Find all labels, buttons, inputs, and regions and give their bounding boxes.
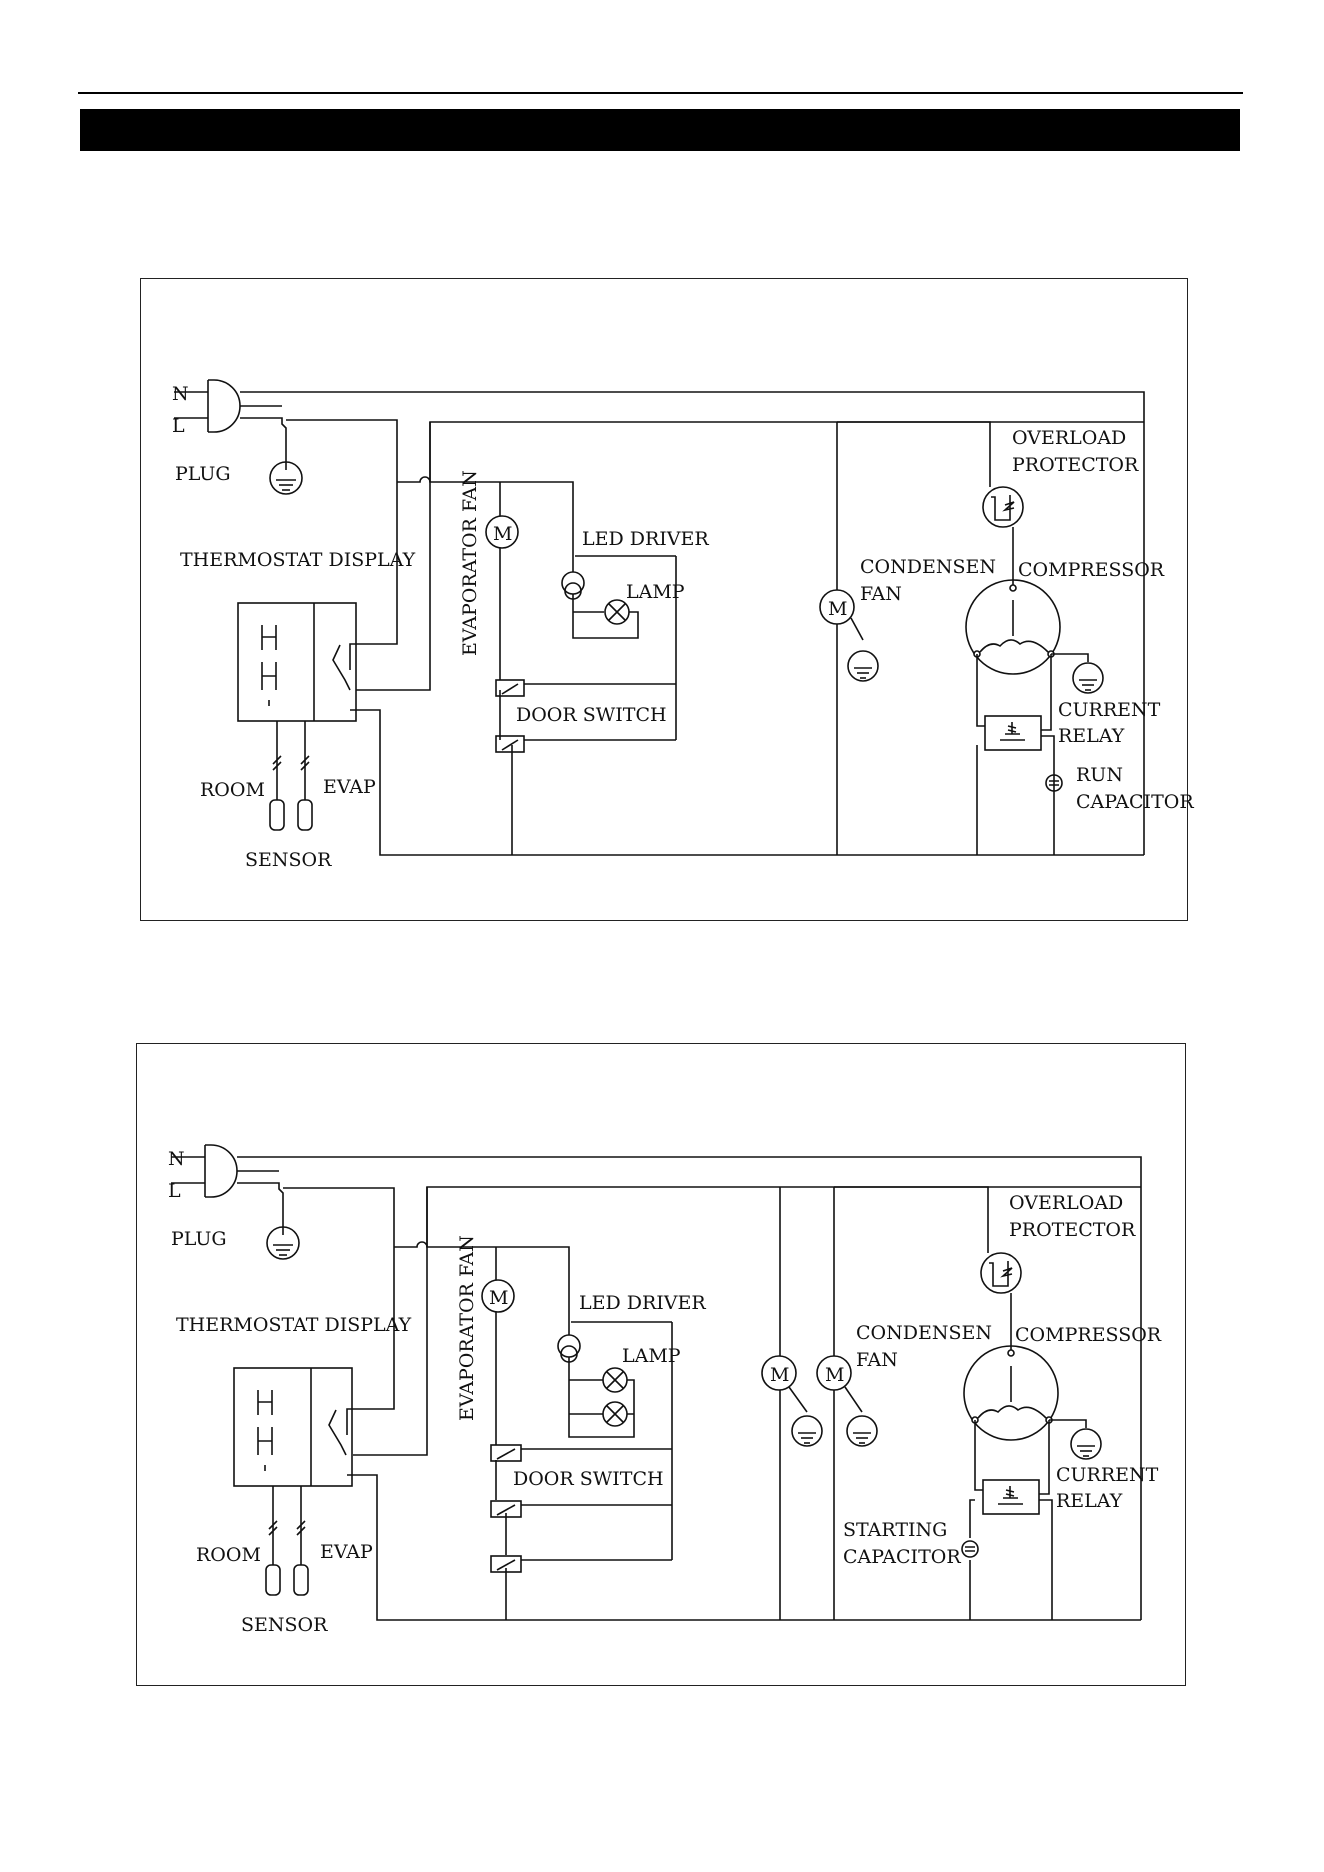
overload-label: OVERLOAD bbox=[1012, 427, 1126, 449]
overload-protector-icon bbox=[982, 486, 1024, 528]
door-switch-lower bbox=[490, 1555, 522, 1573]
overload-label: OVERLOAD bbox=[1009, 1192, 1123, 1214]
ground-icon bbox=[1051, 653, 1104, 694]
wiring-diagram-1: N L PLUG THERMOSTAT D bbox=[172, 379, 1194, 871]
diagram-frame-2 bbox=[136, 1043, 1186, 1686]
led-driver-label: LED DRIVER bbox=[582, 528, 709, 550]
compressor-icon bbox=[965, 579, 1061, 675]
plug-n-label: N bbox=[172, 383, 189, 405]
title-bar bbox=[80, 109, 1240, 151]
sensor-label: SENSOR bbox=[241, 1614, 328, 1636]
capacitor-label: CAPACITOR bbox=[843, 1546, 961, 1568]
evaporator-fan-label: EVAPORATOR FAN bbox=[456, 1235, 478, 1421]
compressor-label: COMPRESSOR bbox=[1018, 559, 1165, 581]
door-switch-label: DOOR SWITCH bbox=[516, 704, 667, 726]
evap-sensor bbox=[297, 799, 313, 831]
evap-label: EVAP bbox=[323, 776, 376, 798]
protector-label: PROTECTOR bbox=[1009, 1219, 1136, 1241]
run-capacitor-icon bbox=[1045, 774, 1063, 792]
room-label: ROOM bbox=[196, 1544, 261, 1566]
run-label: RUN bbox=[1076, 764, 1123, 786]
condenser-motor-m-label: M bbox=[828, 598, 847, 620]
condenser-motor-m-label: M bbox=[825, 1364, 844, 1386]
top-rule bbox=[78, 92, 1243, 94]
fan-label: FAN bbox=[860, 583, 902, 605]
plug-label: PLUG bbox=[171, 1228, 227, 1250]
room-sensor bbox=[269, 799, 285, 831]
thermostat-display-label: THERMOSTAT DISPLAY bbox=[180, 549, 416, 571]
thermostat-display-1 bbox=[237, 602, 357, 722]
door-switch-middle bbox=[490, 1500, 522, 1518]
plug-label: PLUG bbox=[175, 463, 231, 485]
condenser-fan-motor-icon bbox=[761, 1355, 797, 1391]
condenser-fan-motor-icon bbox=[816, 1355, 852, 1391]
digit-display-icon bbox=[257, 1390, 273, 1471]
current-label: CURRENT bbox=[1056, 1464, 1159, 1486]
lamp-label: LAMP bbox=[626, 581, 685, 603]
evap-sensor bbox=[293, 1564, 309, 1596]
ground-icon bbox=[791, 1415, 823, 1447]
thermostat-display-label: THERMOSTAT DISPLAY bbox=[176, 1314, 412, 1336]
starting-capacitor-icon bbox=[961, 1540, 979, 1558]
room-label: ROOM bbox=[200, 779, 265, 801]
ground-icon bbox=[1049, 1419, 1102, 1460]
evaporator-fan-motor-icon bbox=[485, 515, 519, 549]
current-label: CURRENT bbox=[1058, 699, 1161, 721]
door-switch-upper bbox=[495, 679, 525, 697]
door-switch-label: DOOR SWITCH bbox=[513, 1468, 664, 1490]
room-sensor bbox=[265, 1564, 281, 1596]
diagram-frame-1 bbox=[140, 278, 1188, 921]
plug-l-label: L bbox=[172, 415, 185, 437]
digit-display-icon bbox=[261, 625, 277, 706]
ground-icon bbox=[847, 650, 879, 682]
plug-1 bbox=[174, 379, 1145, 855]
plug-2 bbox=[171, 1144, 1142, 1620]
door-switch-upper bbox=[490, 1444, 522, 1462]
protector-label: PROTECTOR bbox=[1012, 454, 1139, 476]
lamp-label: LAMP bbox=[622, 1345, 681, 1367]
thermostat-display-2 bbox=[233, 1367, 353, 1487]
evaporator-fan-motor-icon bbox=[481, 1279, 515, 1313]
condensen-label: CONDENSEN bbox=[860, 556, 996, 578]
plug-l-label: L bbox=[168, 1180, 181, 1202]
motor-m-label: M bbox=[489, 1287, 508, 1309]
wiring-diagram-2: N L PLUG THERMOSTAT DISPLAY bbox=[168, 1144, 1162, 1636]
plug-n-label: N bbox=[168, 1148, 185, 1170]
ground-icon bbox=[266, 1226, 300, 1260]
current-relay-icon bbox=[982, 1479, 1040, 1515]
ground-icon bbox=[846, 1415, 878, 1447]
condenser-fan-motor-icon bbox=[819, 589, 855, 625]
door-switch-lower bbox=[495, 735, 525, 753]
led-driver-label: LED DRIVER bbox=[579, 1292, 706, 1314]
sensor-label: SENSOR bbox=[245, 849, 332, 871]
current-relay-icon bbox=[984, 715, 1042, 751]
capacitor-label: CAPACITOR bbox=[1076, 791, 1194, 813]
motor-m-label: M bbox=[493, 523, 512, 545]
fan-label: FAN bbox=[856, 1349, 898, 1371]
ground-icon bbox=[269, 461, 303, 495]
compressor-icon bbox=[963, 1345, 1059, 1441]
evaporator-fan-label: EVAPORATOR FAN bbox=[459, 470, 481, 656]
overload-protector-icon bbox=[980, 1252, 1022, 1294]
condenser-motor-m-label: M bbox=[770, 1364, 789, 1386]
relay-label: RELAY bbox=[1056, 1490, 1123, 1512]
relay-label: RELAY bbox=[1058, 725, 1125, 747]
condensen-label: CONDENSEN bbox=[856, 1322, 992, 1344]
compressor-label: COMPRESSOR bbox=[1015, 1324, 1162, 1346]
starting-label: STARTING bbox=[843, 1519, 947, 1541]
evap-label: EVAP bbox=[320, 1541, 373, 1563]
